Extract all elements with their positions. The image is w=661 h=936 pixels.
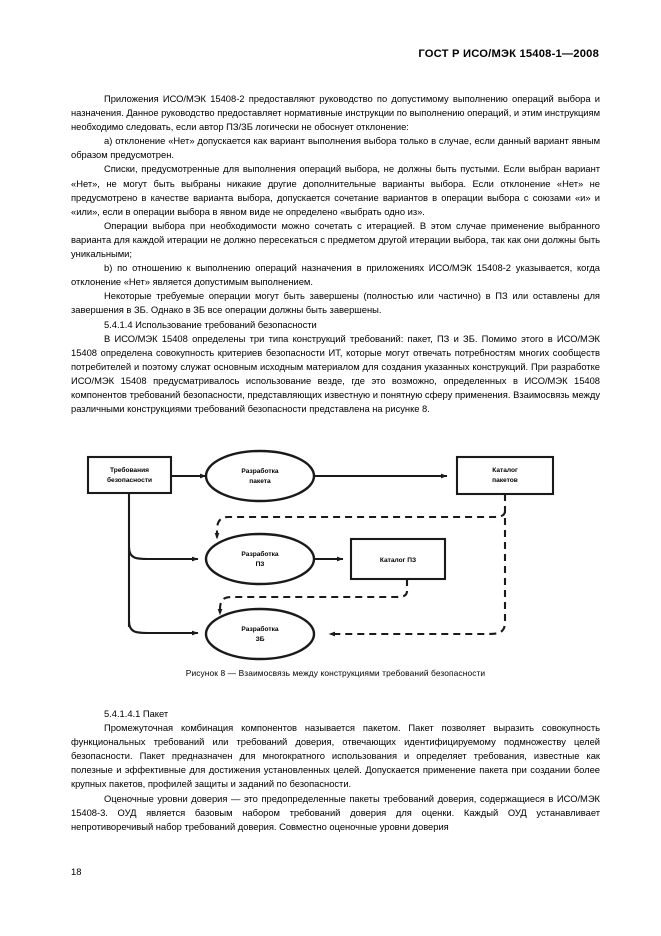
node-label-line: Каталог ПЗ	[380, 557, 416, 564]
node-package-development: Разработка пакета	[204, 449, 316, 503]
node-st-development: Разработка ЗБ	[204, 607, 316, 661]
node-label-line: ЗБ	[256, 636, 265, 643]
requirements-constructs-diagram: Требования безопасности Разработка пакет…	[86, 449, 555, 661]
node-package-catalog: Каталог пакетов	[455, 455, 555, 496]
paragraph: В ИСО/МЭК 15408 определены три типа конс…	[71, 332, 600, 415]
node-pp-catalog: Каталог ПЗ	[349, 537, 447, 581]
edge-requirements-to-pp-development	[127, 546, 199, 562]
paragraph: Операции выбора при необходимости можно …	[71, 219, 600, 260]
node-label-line: Разработка	[241, 625, 278, 633]
body-text-bottom: 5.4.1.4.1 Пакет Промежуточная комбинация…	[71, 707, 600, 834]
paragraph: Некоторые требуемые операции могут быть …	[71, 290, 600, 316]
paragraph: Списки, предусмотренные для выполнения о…	[71, 163, 600, 217]
body-text-top: Приложения ИСО/МЭК 15408-2 предоставляют…	[71, 92, 600, 416]
paragraph: Приложения ИСО/МЭК 15408-2 предоставляют…	[71, 93, 600, 133]
edge-pp-catalog-to-st-development	[217, 579, 409, 616]
page-number: 18	[71, 866, 82, 877]
diagram-nodes: Требования безопасности Разработка пакет…	[86, 449, 555, 661]
list-item-a: a) отклонение «Нет» допускается как вари…	[71, 135, 600, 161]
paragraph: Промежуточная комбинация компонентов наз…	[71, 722, 600, 790]
node-label-line: ПЗ	[256, 561, 265, 568]
edge-requirements-to-st-development	[127, 620, 199, 636]
diagram-edges	[127, 473, 507, 637]
node-label-line: Разработка	[241, 467, 278, 475]
node-label-line: Требования	[110, 466, 149, 474]
node-label-line: пакета	[249, 478, 271, 485]
edge-package-catalog-to-pp-development	[214, 510, 507, 540]
node-pp-development: Разработка ПЗ	[204, 532, 316, 586]
section-heading-5-4-1-4-1: 5.4.1.4.1 Пакет	[104, 708, 169, 719]
figure-8: Требования безопасности Разработка пакет…	[71, 449, 600, 664]
node-label-line: Каталог	[492, 467, 518, 474]
node-security-requirements: Требования безопасности	[86, 455, 173, 495]
figure-caption: Рисунок 8 — Взаимосвязь между конструкци…	[185, 668, 486, 678]
node-label-line: безопасности	[107, 476, 152, 484]
paragraph: Оценочные уровни доверия — это предопред…	[71, 792, 600, 832]
node-label-line: пакетов	[492, 477, 518, 484]
section-heading-5-4-1-4: 5.4.1.4 Использование требований безопас…	[104, 318, 317, 330]
list-item-b: b) по отношению к выполнению операций на…	[71, 262, 600, 288]
page-header: ГОСТ Р ИСО/МЭК 15408-1—2008	[418, 48, 599, 60]
node-label-line: Разработка	[241, 550, 278, 558]
